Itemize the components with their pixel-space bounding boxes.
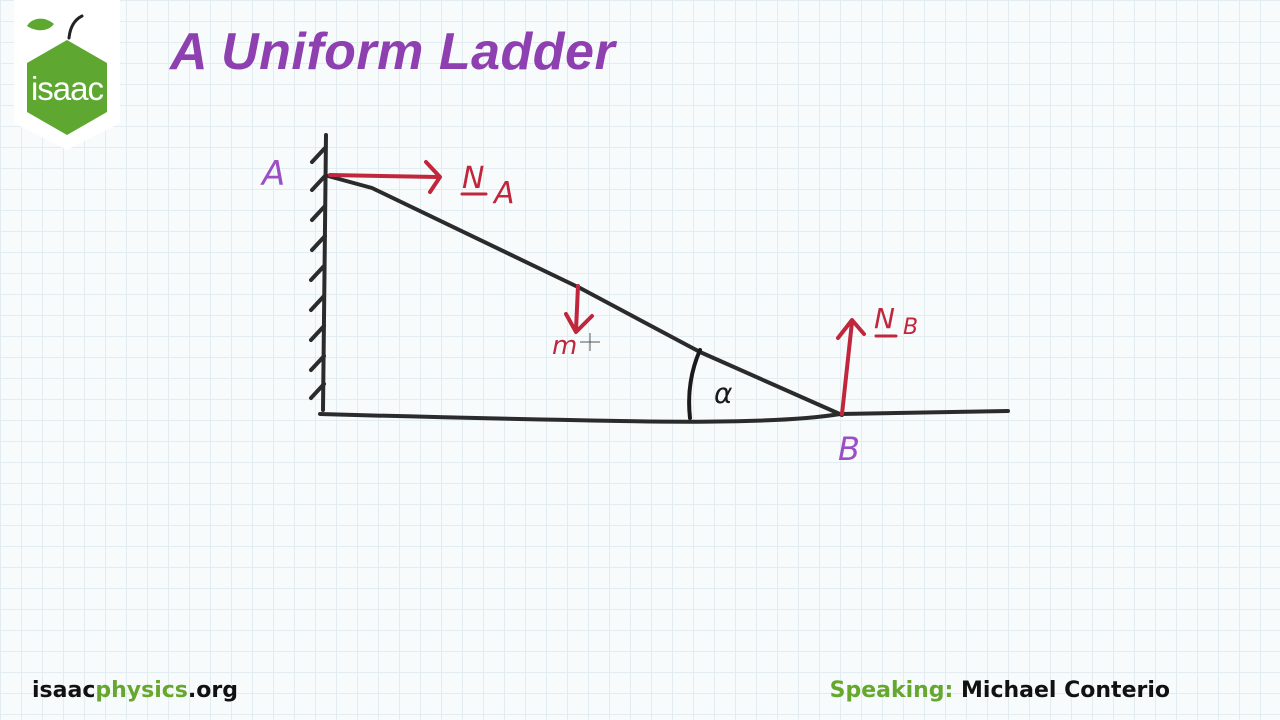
site-url[interactable]: isaacphysics.org	[32, 678, 238, 703]
force-a-subscript: A	[492, 176, 515, 211]
site-middle: physics	[95, 678, 188, 703]
ladder-line	[326, 174, 844, 417]
logo-text: isaac	[30, 70, 104, 107]
wall	[309, 133, 328, 412]
page-title: A Uniform Ladder	[170, 23, 616, 81]
speaker-label: Speaking:	[829, 678, 954, 703]
point-b-label: B	[838, 430, 860, 468]
normal-force-b-arrow	[836, 318, 866, 416]
force-b-symbol: N	[874, 302, 895, 335]
speaker-name: Michael Conterio	[961, 678, 1170, 703]
force-b-subscript: B	[903, 315, 918, 340]
weight-arrow	[564, 284, 594, 334]
weight-label: m	[552, 331, 577, 361]
normal-force-a-arrow	[328, 160, 442, 194]
site-prefix: isaac	[32, 678, 96, 703]
isaac-logo: isaac	[14, 0, 120, 150]
angle-arc	[687, 348, 702, 420]
force-a-symbol: N	[462, 161, 484, 196]
angle-label: α	[714, 377, 733, 410]
point-a-label: A	[260, 154, 285, 194]
ground-line	[318, 409, 1010, 424]
site-suffix: .org	[187, 678, 238, 703]
cursor-crosshair-icon	[580, 333, 600, 351]
speaker-credit: Speaking: Michael Conterio	[830, 678, 1170, 703]
apple-hexagon-icon	[27, 14, 107, 135]
